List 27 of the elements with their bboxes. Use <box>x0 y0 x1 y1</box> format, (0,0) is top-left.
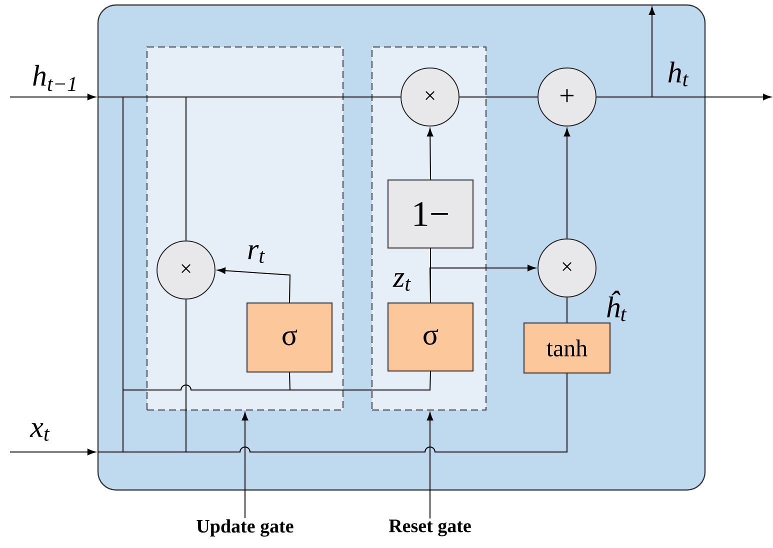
connector-line <box>566 297 568 323</box>
edge-label: h$_{t−1}$ <box>33 64 76 92</box>
arrow <box>564 128 570 239</box>
activation-box: σ <box>246 302 332 372</box>
gate-label: Reset gate <box>388 520 471 536</box>
arrow <box>426 128 434 180</box>
operator-box: 1− <box>388 180 474 248</box>
connector-line <box>98 96 401 98</box>
activation-box: tanh <box>524 322 610 374</box>
arrow <box>426 412 434 519</box>
arrow <box>217 267 291 303</box>
edge-label: z$_{t}$ <box>392 273 411 291</box>
arrow <box>596 6 656 98</box>
edge-label: r$_{t}$ <box>248 244 265 264</box>
edge-label: x$_{t}$ <box>30 423 50 441</box>
arrow <box>430 264 536 303</box>
connector-line <box>98 373 568 452</box>
edge-label: ĥ$_{t}$ <box>607 290 627 322</box>
arrow <box>10 448 96 456</box>
connector-line <box>459 96 538 98</box>
arrow <box>242 412 248 519</box>
edge-label: h$_{t}$ <box>668 62 689 86</box>
connector-line <box>290 371 431 390</box>
connector-line <box>122 372 290 390</box>
arrow <box>10 94 96 100</box>
gate-label: Update gate <box>196 519 294 537</box>
activation-box: σ <box>388 302 474 372</box>
